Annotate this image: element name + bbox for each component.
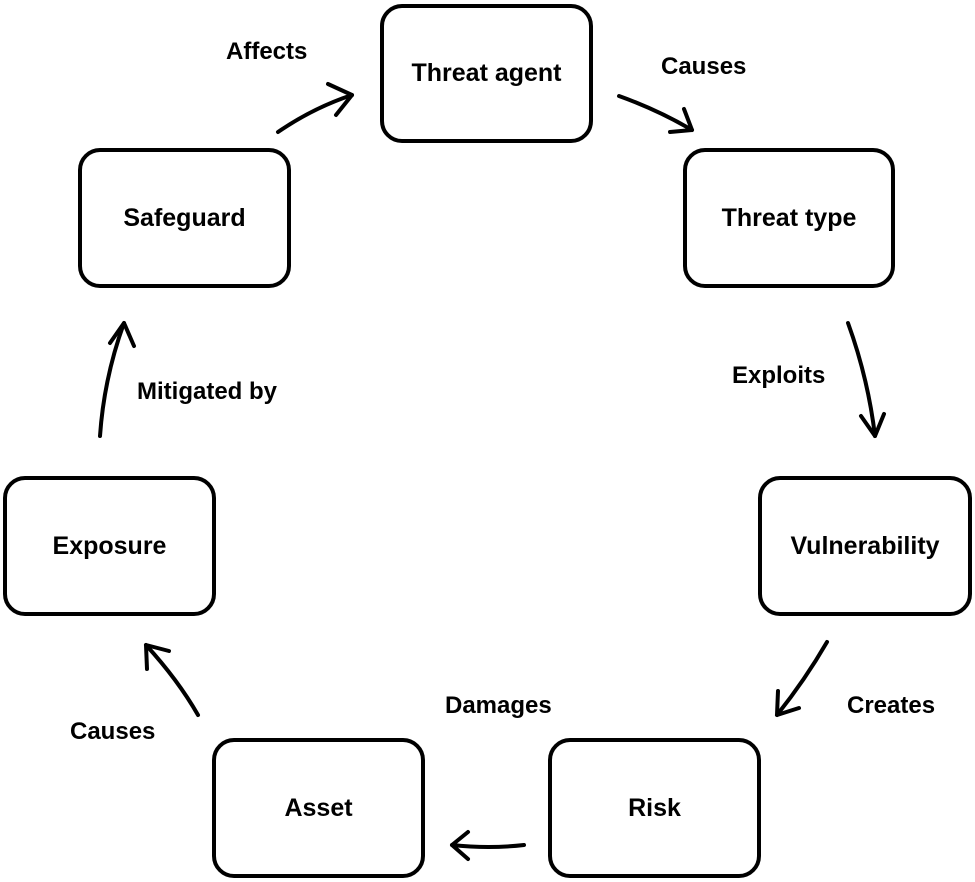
edge-label-exploits: Exploits [732,362,826,389]
arrowhead-damages [450,830,470,861]
edge-label-mitigated-by: Mitigated by [137,378,278,405]
arrow-mitigated-by [98,321,126,438]
arrow-affects [276,93,354,134]
node-risk: Risk [548,738,761,878]
node-vulnerability: Vulnerability [758,476,972,616]
arrowhead-causes-threat [668,107,694,134]
arrow-causes-exposure [144,643,200,717]
arrowhead-affects [326,82,354,117]
edge-label-creates: Creates [847,692,936,719]
node-safeguard: Safeguard [78,148,291,288]
arrowhead-mitigated-by [108,321,136,348]
arrow-causes-threat [617,94,694,132]
arrowhead-causes-exposure [144,643,171,671]
arrow-exploits [846,321,877,438]
arrow-creates [775,640,829,717]
node-exposure: Exposure [3,476,216,616]
node-threat-agent: Threat agent [380,4,593,143]
edge-label-affects: Affects [226,38,308,65]
arrowhead-exploits [859,412,886,438]
arrow-damages [450,843,526,849]
arrowhead-creates [775,689,801,717]
edge-label-causes-threat: Causes [661,53,747,80]
node-threat-type: Threat type [683,148,895,288]
edge-label-damages: Damages [445,692,552,719]
node-asset: Asset [212,738,425,878]
edge-label-causes-exposure: Causes [70,718,156,745]
